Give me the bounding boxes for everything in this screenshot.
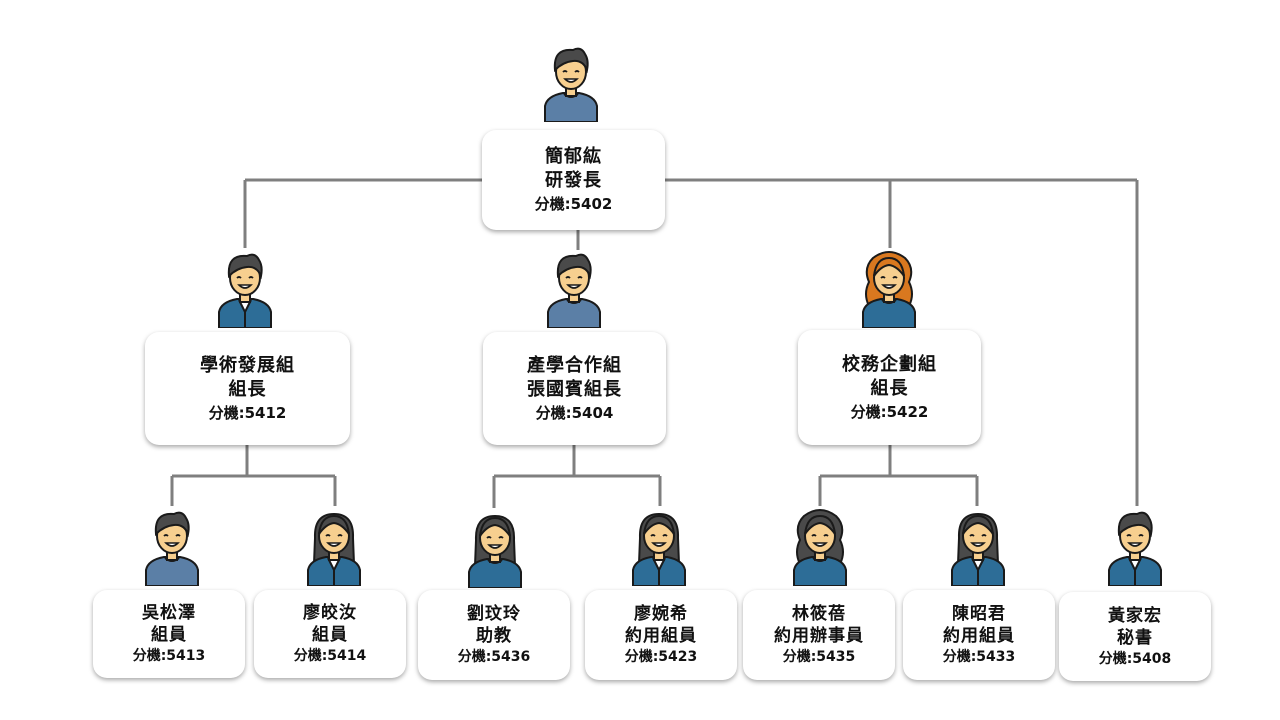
- male-hoodie-avatar: [544, 47, 598, 123]
- group-avatar-industry: [542, 248, 606, 329]
- group-extension: 分機:5404: [535, 403, 614, 422]
- group-avatar-academic: [213, 248, 277, 329]
- member-avatar: [946, 506, 1010, 587]
- group-extension: 分機:5422: [850, 402, 929, 421]
- group-name: 校務企劃組: [842, 353, 937, 375]
- member-extension: 分機:5433: [942, 649, 1016, 665]
- group-card-planning: 校務企劃組 組長 分機:5422: [798, 330, 981, 445]
- head-extension: 分機:5402: [534, 195, 613, 213]
- member-title: 組員: [151, 625, 187, 645]
- female-short-hair-avatar: [468, 514, 522, 589]
- group-extension: 分機:5412: [208, 403, 287, 422]
- member-extension: 分機:5408: [1098, 650, 1172, 667]
- male-suit-avatar: [1108, 511, 1162, 587]
- group-title: 張國賓組長: [527, 378, 622, 400]
- female-curly-avatar: [862, 251, 916, 329]
- member-name: 廖婉希: [634, 604, 688, 624]
- member-card: 廖皎汝 組員 分機:5414: [254, 590, 406, 678]
- head-title: 研發長: [545, 170, 602, 191]
- member-name: 林筱蓓: [792, 604, 846, 624]
- member-card: 林筱蓓 約用辦事員 分機:5435: [743, 590, 895, 680]
- member-name: 廖皎汝: [303, 603, 357, 623]
- member-name: 陳昭君: [952, 604, 1006, 624]
- member-card: 吳松澤 組員 分機:5413: [93, 590, 245, 678]
- female-suit-avatar: [632, 512, 686, 587]
- head-avatar: [539, 42, 603, 123]
- member-name: 吳松澤: [142, 603, 196, 623]
- male-formal-avatar: [218, 253, 272, 329]
- head-card: 簡郁紘 研發長 分機:5402: [482, 130, 665, 230]
- male-sweater-avatar: [145, 511, 199, 587]
- member-avatar: [463, 508, 527, 589]
- member-extension: 分機:5414: [293, 648, 367, 664]
- female-curly-avatar: [793, 509, 847, 587]
- male-hoodie-avatar: [547, 253, 601, 329]
- member-avatar: [788, 506, 852, 587]
- female-suit-avatar: [951, 512, 1005, 587]
- group-card-industry: 產學合作組 張國賓組長 分機:5404: [483, 332, 666, 445]
- female-suit-avatar: [307, 512, 361, 587]
- member-title: 約用辦事員: [774, 626, 864, 646]
- member-title: 助教: [476, 626, 512, 646]
- member-card: 陳昭君 約用組員 分機:5433: [903, 590, 1055, 680]
- member-name: 黃家宏: [1108, 605, 1162, 626]
- member-card: 廖婉希 約用組員 分機:5423: [585, 590, 737, 680]
- group-title: 組長: [228, 378, 267, 400]
- member-extension: 分機:5413: [132, 648, 206, 664]
- member-title: 約用組員: [943, 626, 1015, 646]
- group-title: 組長: [870, 377, 909, 399]
- member-card: 劉玟玲 助教 分機:5436: [418, 590, 570, 680]
- member-name: 劉玟玲: [467, 604, 521, 624]
- group-avatar-planning: [857, 248, 921, 329]
- head-name: 簡郁紘: [545, 146, 602, 167]
- member-title: 秘書: [1117, 627, 1153, 648]
- member-avatar: [140, 506, 204, 587]
- member-avatar: [1103, 506, 1167, 587]
- member-title: 組員: [312, 625, 348, 645]
- member-title: 約用組員: [625, 626, 697, 646]
- member-extension: 分機:5436: [457, 649, 531, 665]
- member-extension: 分機:5423: [624, 649, 698, 665]
- group-card-academic: 學術發展組 組長 分機:5412: [145, 332, 350, 445]
- member-extension: 分機:5435: [782, 649, 856, 665]
- group-name: 產學合作組: [527, 354, 622, 376]
- member-avatar: [627, 506, 691, 587]
- member-avatar: [302, 506, 366, 587]
- group-name: 學術發展組: [200, 354, 295, 376]
- member-card: 黃家宏 秘書 分機:5408: [1059, 592, 1211, 681]
